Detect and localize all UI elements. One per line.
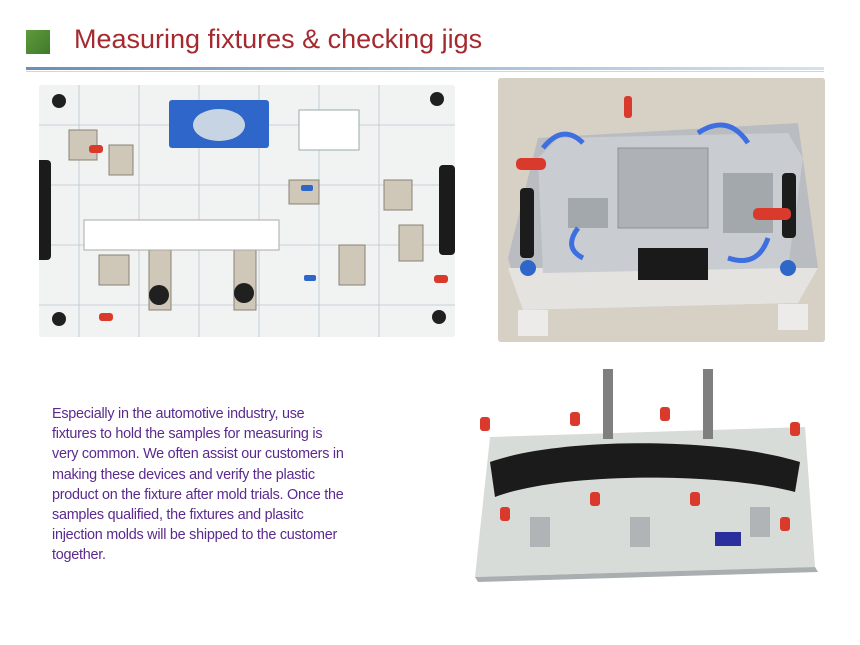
title-bullet-square bbox=[26, 30, 50, 54]
title-underline bbox=[26, 67, 824, 70]
checking-fixture-aluminum-photo bbox=[498, 78, 825, 342]
checking-fixture-white-board-photo bbox=[39, 85, 455, 337]
body-text: Especially in the automotive industry, u… bbox=[52, 406, 344, 564]
title-underline-thin bbox=[26, 71, 824, 72]
slide-title: Measuring fixtures & checking jigs bbox=[74, 24, 483, 54]
checking-fixture-bumper-photo bbox=[460, 367, 828, 582]
